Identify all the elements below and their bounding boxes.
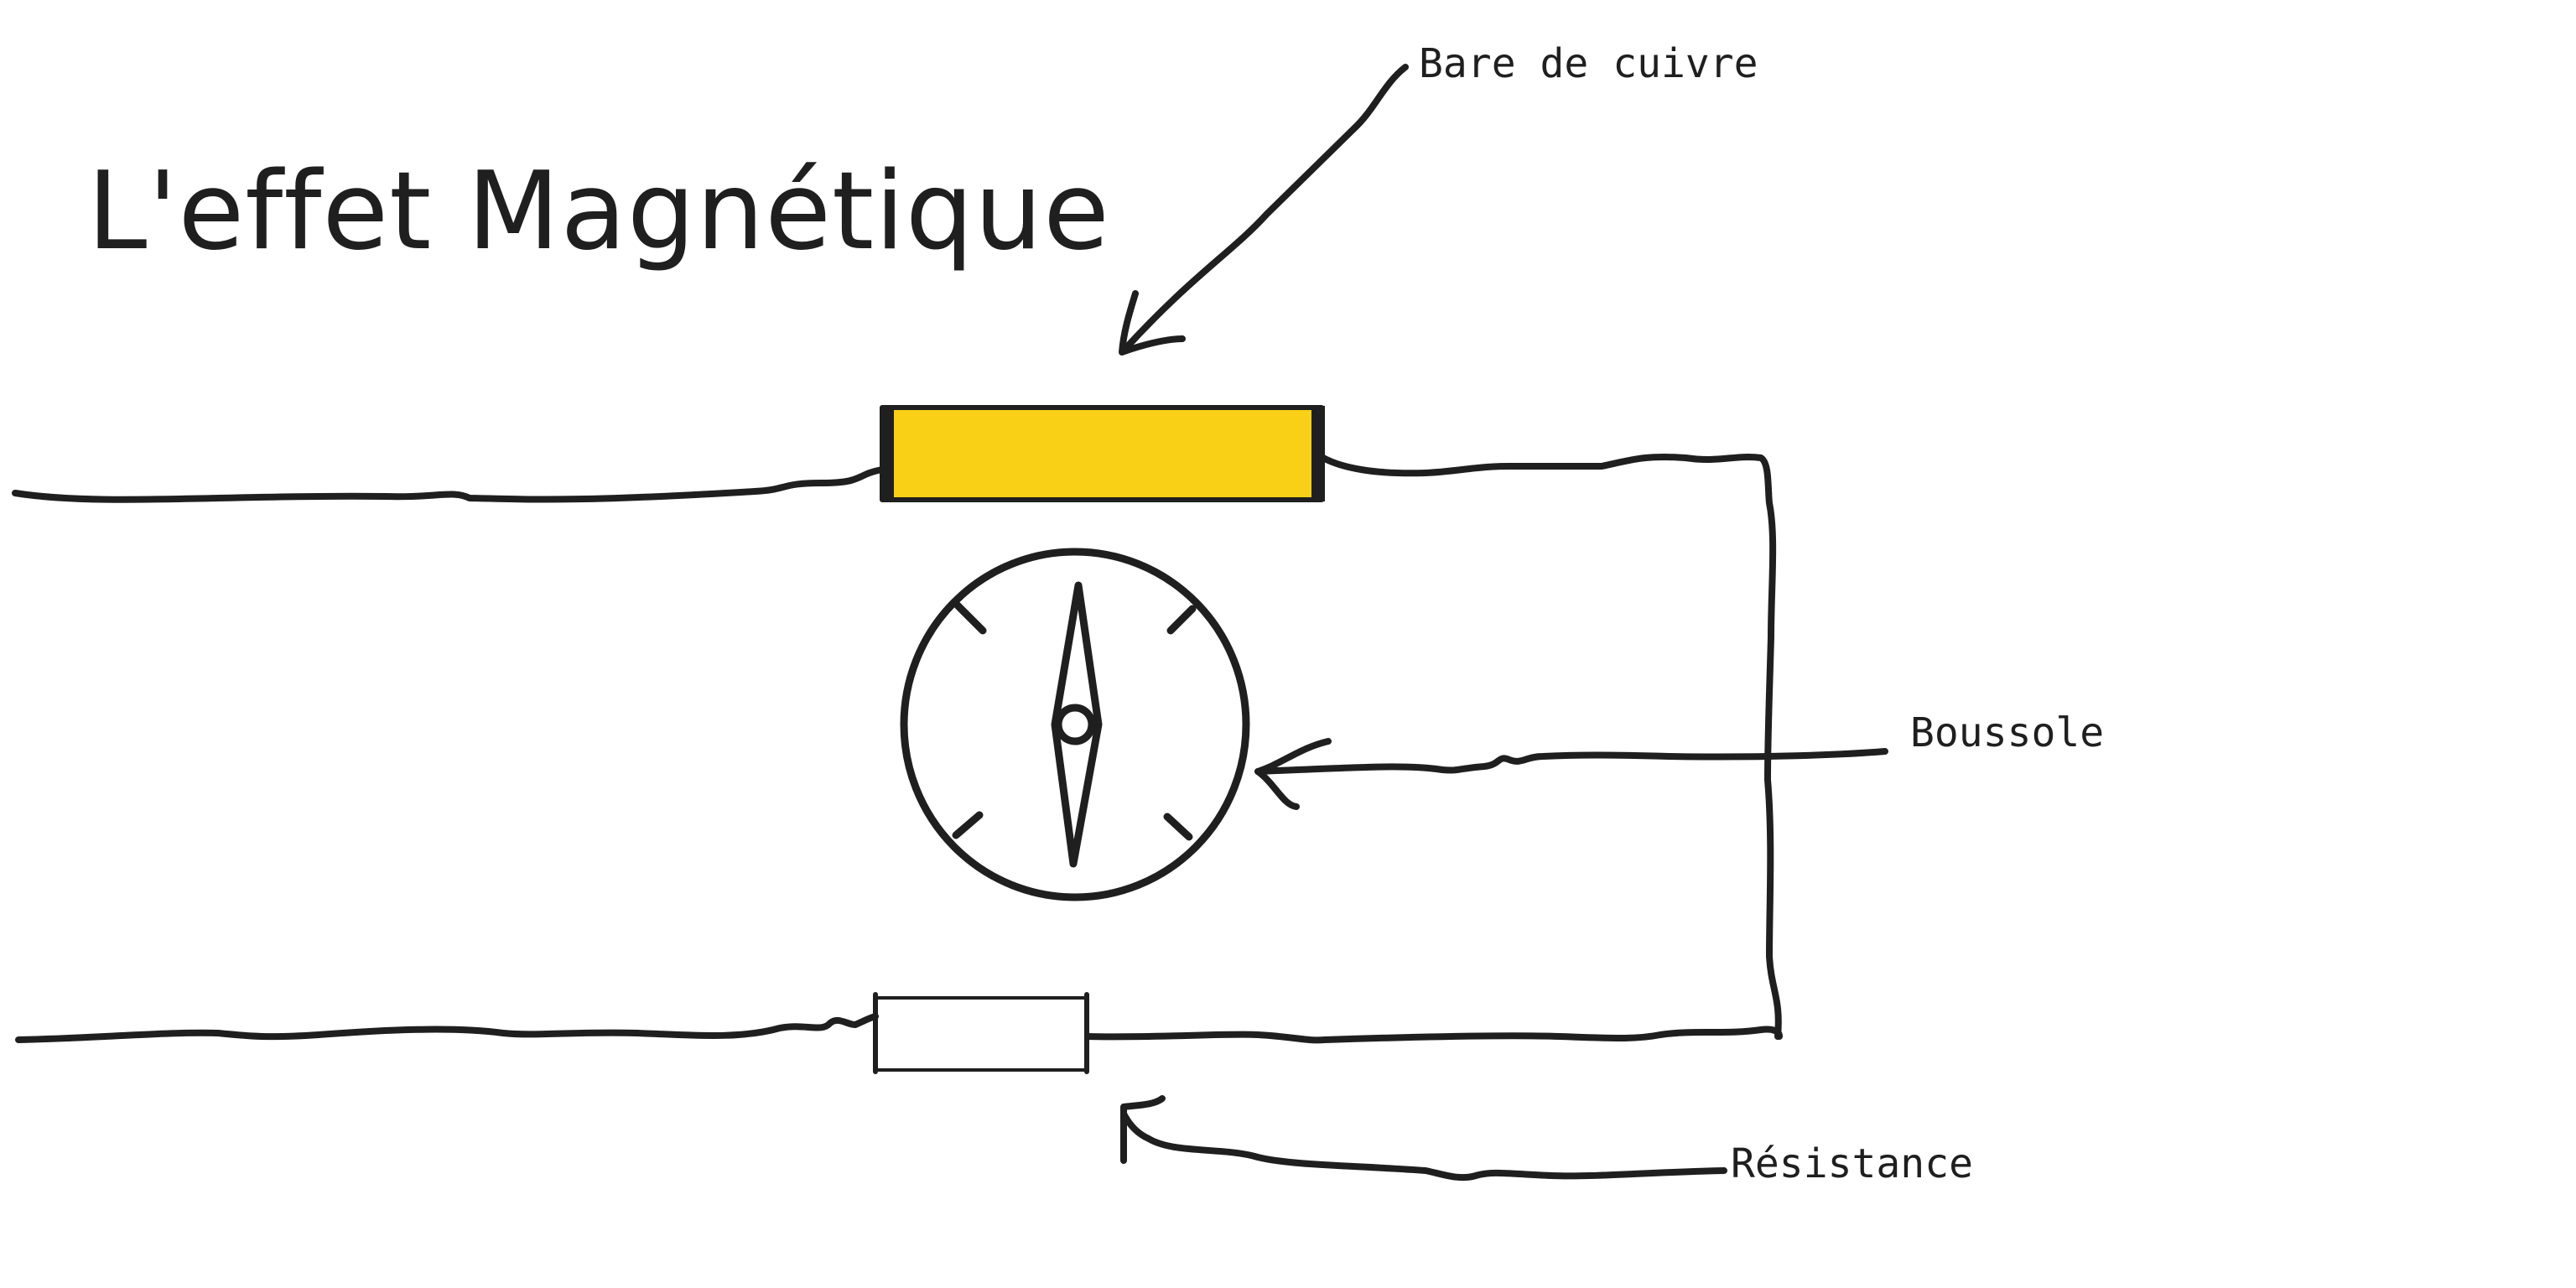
arrow-to-compass (1254, 748, 1888, 775)
compass-tick-top-left (953, 601, 987, 635)
compass-dial (900, 548, 1250, 901)
copper-bar (880, 405, 1324, 502)
diagram-title: L'effet Magnétique (87, 149, 1110, 274)
arrow-head-copper-bar (1119, 290, 1186, 356)
compass-tick-bottom-left (952, 811, 984, 839)
compass-label: Boussole (1910, 709, 2105, 756)
compass-pivot (1054, 704, 1096, 745)
arrow-head-compass (1254, 738, 1332, 810)
arrow-to-resistor (1120, 1110, 1727, 1182)
compass-tick-bottom-right (1163, 813, 1193, 841)
arrow-to-copper-bar (1120, 64, 1409, 354)
copper-bar-right-cap (1311, 406, 1325, 501)
copper-bar-left-cap (880, 406, 894, 501)
wire-top-left (12, 466, 886, 503)
arrow-head-resistor (1120, 1095, 1166, 1164)
wire-bottom-right (1082, 1026, 1783, 1044)
compass-icon (900, 548, 1250, 901)
compass-needle (1051, 581, 1103, 868)
compass-tick-top-right (1166, 605, 1197, 635)
resistor (874, 996, 1088, 1072)
copper-bar-label: Bare de cuivre (1419, 40, 1758, 87)
wire-top-right (1320, 453, 1782, 1040)
wire-bottom-left (15, 1013, 879, 1043)
resistor-label: Résistance (1731, 1140, 1973, 1187)
